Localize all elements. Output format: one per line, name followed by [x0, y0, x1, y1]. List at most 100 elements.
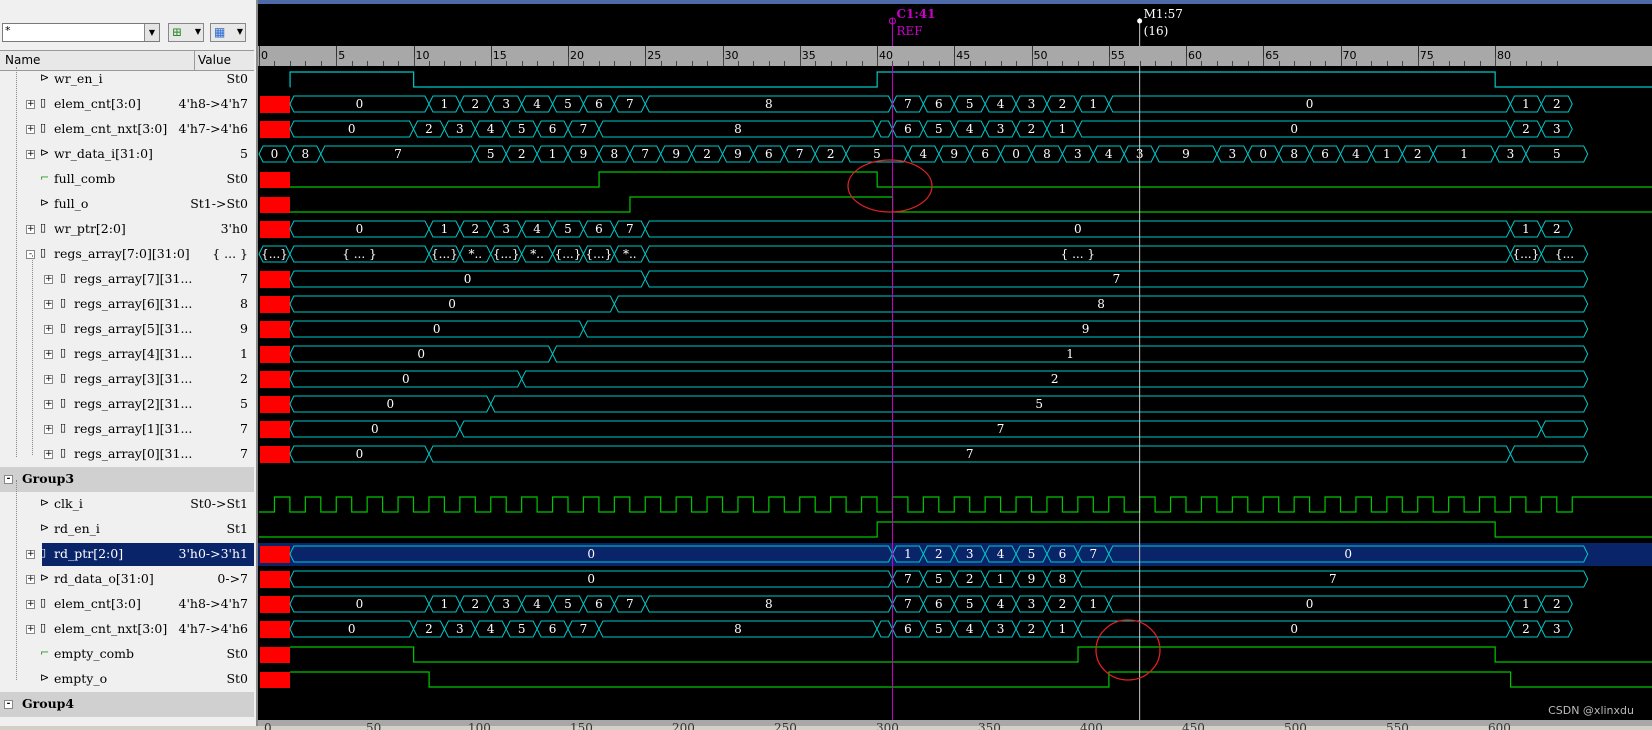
expand-icon[interactable]: + — [26, 99, 35, 109]
bus-value-label: 4 — [487, 622, 495, 636]
expand-icon[interactable]: + — [44, 349, 53, 359]
value-column-header[interactable]: Value — [198, 53, 231, 67]
unknown-state-block — [260, 346, 290, 363]
signal-row[interactable]: +▯regs_array[1][31...7 — [0, 417, 254, 442]
ruler-minor-tick — [398, 61, 400, 66]
expand-icon[interactable]: + — [26, 149, 35, 159]
unknown-state-block — [260, 221, 290, 238]
ruler-minor-tick — [289, 61, 291, 66]
signal-filter-combo[interactable]: * ▼ — [2, 23, 160, 42]
collapse-icon[interactable]: - — [26, 250, 35, 259]
expand-icon[interactable]: + — [44, 299, 53, 309]
bus-value-label: 0 — [464, 272, 472, 286]
bus-value-label: 4 — [533, 597, 541, 611]
signal-row[interactable]: +▯elem_cnt_nxt[3:0]4'h7->4'h6 — [0, 617, 254, 642]
bus-value-label: 2 — [935, 547, 943, 561]
display-format-button[interactable]: ▦ ▼ — [210, 23, 246, 42]
expand-icon[interactable]: + — [44, 399, 53, 409]
signal-value: 1 — [240, 346, 248, 361]
expand-icon[interactable]: + — [44, 374, 53, 384]
signal-name: regs_array[7][31... — [74, 271, 193, 286]
expand-icon[interactable]: + — [26, 574, 35, 584]
signal-row[interactable]: +▯regs_array[2][31...5 — [0, 392, 254, 417]
chevron-down-icon[interactable]: ▼ — [144, 24, 159, 41]
collapse-icon[interactable]: - — [4, 700, 13, 709]
bus-value-label: {...} — [431, 247, 458, 261]
bus-value-label: 0 — [1344, 547, 1352, 561]
signal-value: 7 — [240, 421, 248, 436]
expand-icon[interactable]: + — [26, 124, 35, 134]
ruler-tick-label: 5 — [338, 49, 346, 62]
signal-row[interactable]: +▯regs_array[0][31...7 — [0, 442, 254, 467]
ruler-minor-tick — [1294, 61, 1296, 66]
signal-row[interactable]: +▯regs_array[4][31...1 — [0, 342, 254, 367]
expand-icon[interactable]: + — [44, 424, 53, 434]
ruler-tick — [1031, 46, 1033, 66]
bus-value-label: 5 — [1035, 397, 1043, 411]
collapse-icon[interactable]: - — [4, 475, 13, 484]
signal-row[interactable]: +⊳wr_data_i[31:0]5 — [0, 142, 254, 167]
signal-row[interactable]: +▯wr_ptr[2:0]3'h0 — [0, 217, 254, 242]
unknown-state-block — [260, 546, 290, 563]
signal-row[interactable]: +▯regs_array[3][31...2 — [0, 367, 254, 392]
ruler-minor-tick — [722, 57, 724, 66]
signal-row[interactable]: +▯elem_cnt[3:0]4'h8->4'h7 — [0, 92, 254, 117]
signal-row[interactable]: +▯elem_cnt_nxt[3:0]4'h7->4'h6 — [0, 117, 254, 142]
bus-value-label: 1 — [1522, 97, 1530, 111]
ruler-tick-label: 35 — [801, 49, 816, 62]
signal-row[interactable]: +▯elem_cnt[3:0]4'h8->4'h7 — [0, 592, 254, 617]
bus-value-label: 5 — [564, 222, 572, 236]
bus-value-label: 0 — [1290, 622, 1298, 636]
bus-segment — [1509, 445, 1589, 463]
ruler-tick — [259, 46, 260, 66]
bus-value-label: 9 — [1082, 322, 1090, 336]
signal-row[interactable]: +⊳rd_data_o[31:0]0->7 — [0, 567, 254, 592]
ruler-minor-tick — [846, 61, 848, 66]
bus-value-label: 6 — [1059, 547, 1067, 561]
ruler-minor-tick — [799, 57, 801, 66]
grid-format-button[interactable]: ⊞ ▼ — [168, 23, 204, 42]
bus-segment — [1108, 545, 1589, 563]
ruler-minor-tick — [1371, 61, 1373, 66]
signal-row[interactable]: +▯regs_array[7][31...7 — [0, 267, 254, 292]
signal-row[interactable]: +▯regs_array[5][31...9 — [0, 317, 254, 342]
watermark: CSDN @xlinxdu — [1548, 704, 1634, 717]
ruler-tick — [722, 46, 724, 66]
expand-icon[interactable]: + — [44, 274, 53, 284]
signal-row[interactable]: +▯regs_array[6][31...8 — [0, 292, 254, 317]
ruler-minor-tick — [568, 57, 569, 66]
signal-group-row[interactable]: -Group3 — [0, 467, 254, 492]
ruler-minor-tick — [1495, 57, 1496, 66]
bus-value-label: 2 — [1553, 222, 1561, 236]
signal-row[interactable]: +▯rd_ptr[2:0]3'h0->3'h1 — [0, 542, 254, 567]
bus-value-label: 8 — [1043, 147, 1051, 161]
expand-icon[interactable]: + — [44, 449, 53, 459]
ruler-minor-tick — [784, 61, 786, 66]
bus-signal-icon: ▯ — [60, 396, 67, 409]
signal-row[interactable]: -▯regs_array[7:0][31:0]{ ... } — [0, 242, 254, 267]
expand-icon[interactable]: + — [26, 599, 35, 609]
expand-icon[interactable]: + — [44, 324, 53, 334]
bus-value-label: 7 — [641, 147, 649, 161]
signal-group-row[interactable]: -Group4 — [0, 692, 254, 717]
bus-value-label: 1 — [1066, 347, 1074, 361]
name-column-header[interactable]: Name — [5, 53, 41, 67]
expand-icon[interactable]: + — [26, 224, 35, 234]
bus-value-label: 7 — [580, 622, 588, 636]
column-divider[interactable] — [194, 51, 195, 70]
expand-icon[interactable]: + — [26, 624, 35, 634]
expand-icon[interactable]: + — [26, 549, 35, 559]
signal-value: 3'h0->3'h1 — [178, 546, 248, 561]
bus-value-label: 9 — [950, 147, 958, 161]
signal-column-header: Name Value — [0, 50, 254, 71]
tree-line — [16, 67, 17, 457]
